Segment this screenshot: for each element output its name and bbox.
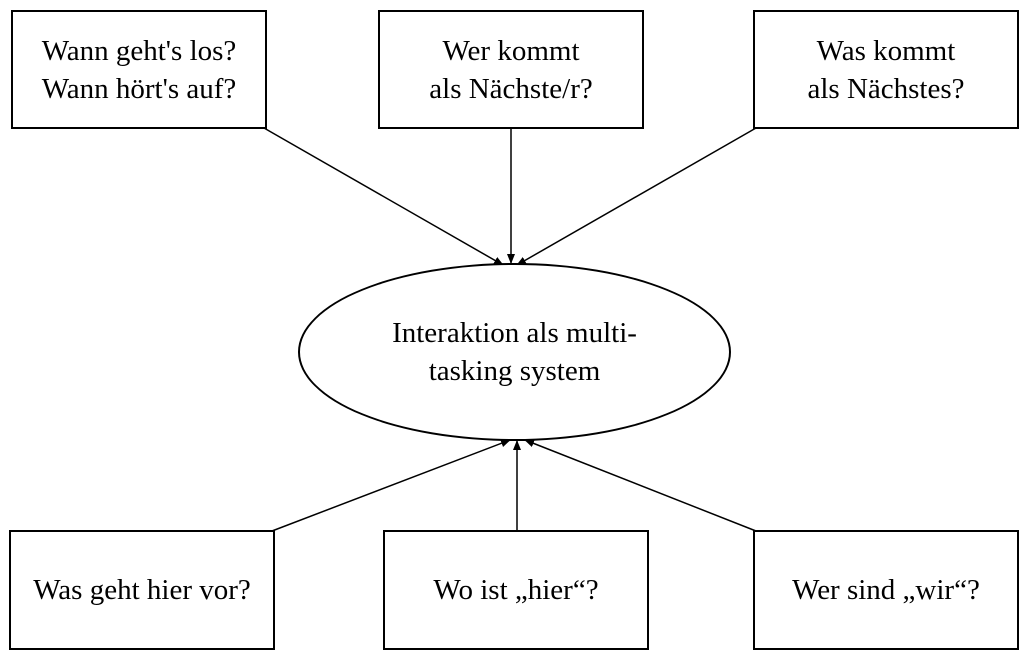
center-text-line: Interaktion als multi-	[392, 317, 637, 349]
arrow-bottom-right	[524, 439, 757, 532]
box-text-line: Was kommt	[816, 34, 956, 67]
box-whats-going-on-question: Was geht hier vor?	[9, 530, 275, 650]
box-where-is-here-question: Wo ist „hier“?	[383, 530, 649, 650]
arrow-top-right	[516, 127, 757, 266]
box-who-are-we-question: Wer sind „wir“?	[753, 530, 1019, 650]
box-text-line: Wann geht's los?	[41, 34, 237, 67]
box-text-line: Wer kommt	[442, 34, 580, 67]
box-text-line: Wer sind „wir“?	[792, 574, 980, 606]
box-text-line: als Nächstes?	[807, 72, 965, 105]
arrow-top-left	[263, 127, 504, 266]
box-text-line: als Nächste/r?	[429, 72, 593, 105]
box-next-thing-question: Was kommt als Nächstes?	[753, 10, 1019, 129]
box-text-line: Was geht hier vor?	[33, 574, 251, 606]
box-start-end-question: Wann geht's los? Wann hört's auf?	[11, 10, 267, 129]
box-text-line: Wann hört's auf?	[41, 72, 237, 105]
center-ellipse: Interaktion als multi- tasking system	[298, 263, 731, 441]
center-text-line: tasking system	[428, 355, 601, 387]
box-text-line: Wo ist „hier“?	[433, 574, 599, 606]
box-next-person-question: Wer kommt als Nächste/r?	[378, 10, 644, 129]
arrow-bottom-left	[271, 439, 511, 532]
